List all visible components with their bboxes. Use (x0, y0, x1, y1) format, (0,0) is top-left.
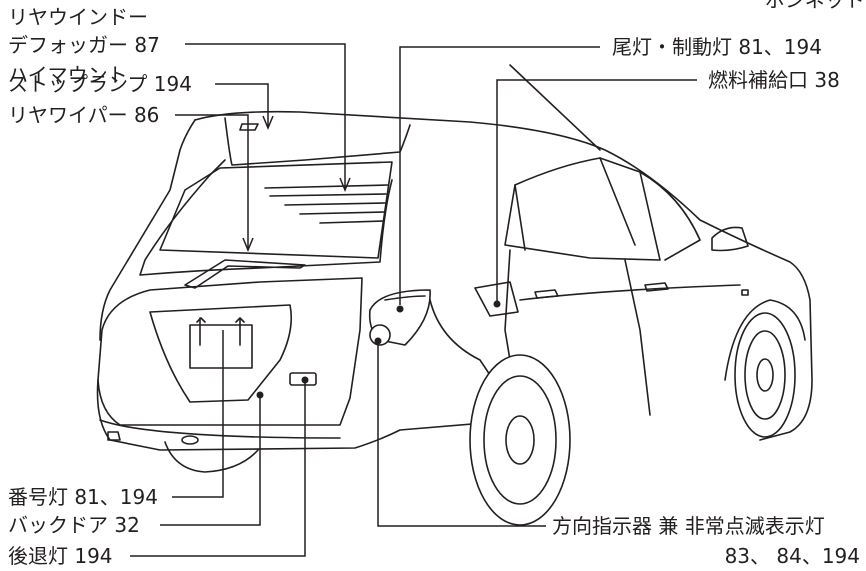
callout-hood: ボンネット 34 (765, 0, 866, 12)
callout-high-mount-line1: ハイマウント (8, 63, 128, 87)
callout-backup-lamp: 後退灯 194 (8, 544, 113, 568)
callout-rear-wiper: リヤワイパー 86 (8, 103, 160, 127)
callout-rear-defogger-line1: リヤウインドー (8, 5, 148, 29)
callout-back-door: バックドア 32 (8, 513, 140, 537)
callout-tail-stop-lamp: 尾灯・制動灯 81、194 (612, 35, 822, 59)
callout-fuel-filler: 燃料補給口 38 (708, 68, 840, 92)
callout-turn-signal-line2: 83、 84、194 (724, 544, 860, 568)
car-body (96, 64, 813, 526)
callout-high-mount-line2: ストップランプ 194 (8, 72, 192, 96)
callout-license-plate-lamp: 番号灯 81、194 (8, 485, 158, 509)
callout-turn-signal-line1: 方向指示器 兼 非常点滅表示灯 (552, 514, 825, 538)
leader-lines (130, 43, 697, 557)
callout-rear-defogger-line2: デフォッガー 87 (8, 33, 160, 57)
